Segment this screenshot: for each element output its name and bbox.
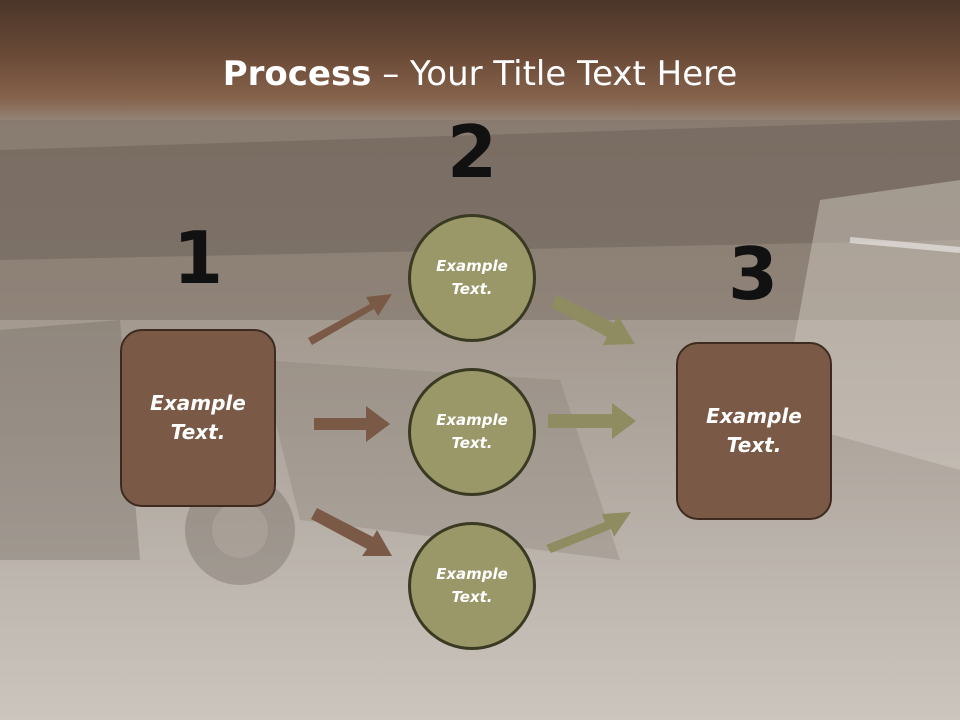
step-number-2: 2 [446,110,498,194]
header-bar [0,0,960,122]
step-2-circle-top: Example Text. [408,214,536,342]
arrow-middle-to-3 [548,403,636,439]
arrow-top-to-3 [551,295,635,345]
arrow-bottom-to-3 [546,512,631,553]
step-3-box: Example Text. [676,342,832,520]
arrow-1-to-middle [314,406,390,442]
step-2-circle-middle: Example Text. [408,368,536,496]
step-2-circle-bottom: Example Text. [408,522,536,650]
arrow-1-to-bottom [311,508,392,556]
slide-title: Process – Your Title Text Here [0,52,960,96]
title-rest: – Your Title Text Here [371,54,738,94]
step-1-box: Example Text. [120,329,276,507]
title-bold: Process [222,54,372,94]
step-number-3: 3 [727,232,779,316]
arrow-1-to-top [308,294,392,345]
step-number-1: 1 [172,216,224,300]
